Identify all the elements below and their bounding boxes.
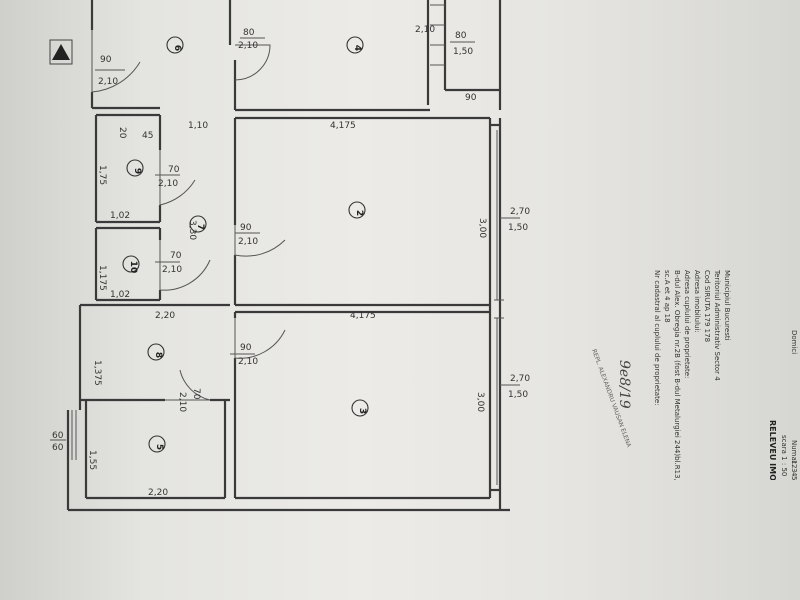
dimension-label-28: 4,175: [350, 311, 376, 321]
document-title: RELEVEU IMOBIL: [768, 420, 777, 480]
dimension-label-27: 2,20: [155, 311, 175, 321]
dimension-label-23: 1,175: [97, 265, 107, 291]
right-edge-table: [700, 560, 800, 600]
room-4-number: 4: [352, 45, 362, 51]
right-edge-number-2: 2: [790, 464, 798, 468]
north-arrow-icon: [49, 39, 73, 65]
dimension-label-16: 1,02: [110, 211, 130, 221]
admin-line-3: Cod SIRUTA 179 178: [703, 270, 711, 342]
dimension-label-15: 2,10: [158, 179, 178, 189]
dimension-label-8: 90: [465, 93, 477, 103]
dimension-label-26: 1,02: [110, 290, 130, 300]
right-edge-number-5: 5: [790, 476, 798, 480]
admin-line-4: Adresa imobilului:: [693, 270, 701, 333]
admin-line-5: Adresa cuplului de proprietate:: [683, 270, 691, 378]
room-9-number: 9: [132, 168, 142, 174]
dimension-label-31: 2,10: [238, 357, 258, 367]
dimension-label-18: 90: [240, 223, 252, 233]
dimension-label-17: 3,30: [187, 220, 197, 240]
dimension-label-30: 90: [240, 343, 252, 353]
admin-line-1: Municipiul Bucuresti: [723, 270, 731, 341]
right-edge-footer: Domici: [790, 330, 798, 354]
dimension-label-32: 70: [191, 388, 201, 400]
dimension-label-11: 20: [117, 127, 127, 139]
dimension-label-7: 1,50: [453, 47, 473, 57]
door-swings: [91, 30, 286, 401]
right-edge-header: Numar: [790, 440, 798, 464]
dimension-label-29: 1,375: [92, 360, 102, 386]
room-markers: [122, 36, 369, 453]
dimension-label-35: 2,70: [510, 374, 530, 384]
right-edge-number-4: 4: [790, 472, 798, 477]
dimension-label-20: 3,00: [477, 218, 487, 238]
admin-line-8: Nr cadastral al cuplului de proprietate:: [653, 270, 661, 406]
dimension-label-2: 2,10: [98, 77, 118, 87]
dimension-label-3: 80: [243, 28, 255, 38]
dimension-label-33: 2,10: [177, 392, 187, 412]
dimension-label-1: 90: [100, 55, 112, 65]
dimension-label-19: 2,10: [238, 237, 258, 247]
document-scale: scara 1 : 50: [780, 435, 788, 476]
dimension-label-22: 1,50: [508, 223, 528, 233]
dimension-label-13: 1,75: [97, 165, 107, 185]
room-5-number: 5: [154, 444, 164, 450]
dimension-label-21: 2,70: [510, 207, 530, 217]
admin-line-2: Teritoriul Administrativ Sector 4: [713, 269, 721, 381]
right-edge-number-1: 1: [790, 460, 798, 464]
room-2-number: 2: [354, 210, 364, 216]
right-edge-group: Numar123456Domici: [790, 330, 798, 485]
dimension-label-9: 1,10: [188, 121, 208, 131]
admin-line-7: sc.A et 4 ap 18: [663, 270, 671, 323]
dimension-label-36: 1,50: [508, 390, 528, 400]
admin-line-6: B-dul Alex. Obregia nr.2B (fost B-dul Me…: [673, 270, 681, 480]
walls: [66, 0, 510, 512]
dimension-label-6: 80: [455, 31, 467, 41]
dimension-label-5: 2,10: [415, 25, 435, 35]
dimension-label-12: 45: [142, 131, 153, 141]
dimension-label-14: 70: [168, 165, 180, 175]
room-3-number: 3: [357, 408, 367, 414]
dimension-label-24: 70: [170, 251, 182, 261]
dimension-label-25: 2,10: [162, 265, 182, 275]
right-edge-number-3: 3: [790, 468, 798, 472]
dimension-label-39: 1,55: [87, 450, 97, 470]
dimension-label-37: 60: [52, 431, 64, 441]
dimension-label-38: 60: [52, 443, 64, 453]
dimension-ticks: [50, 37, 520, 441]
dimension-label-40: 2,20: [148, 488, 168, 498]
dimension-label-34: 3,00: [475, 392, 485, 412]
room-8-number: 8: [153, 352, 163, 358]
room-6-number: 6: [172, 45, 182, 51]
room-10-number: 10: [128, 261, 138, 274]
room-7-number: 7: [195, 224, 205, 230]
dimension-label-4: 2,10: [238, 41, 258, 51]
dimension-label-10: 4,175: [330, 121, 356, 131]
signature: 9e8/19: [616, 360, 632, 409]
